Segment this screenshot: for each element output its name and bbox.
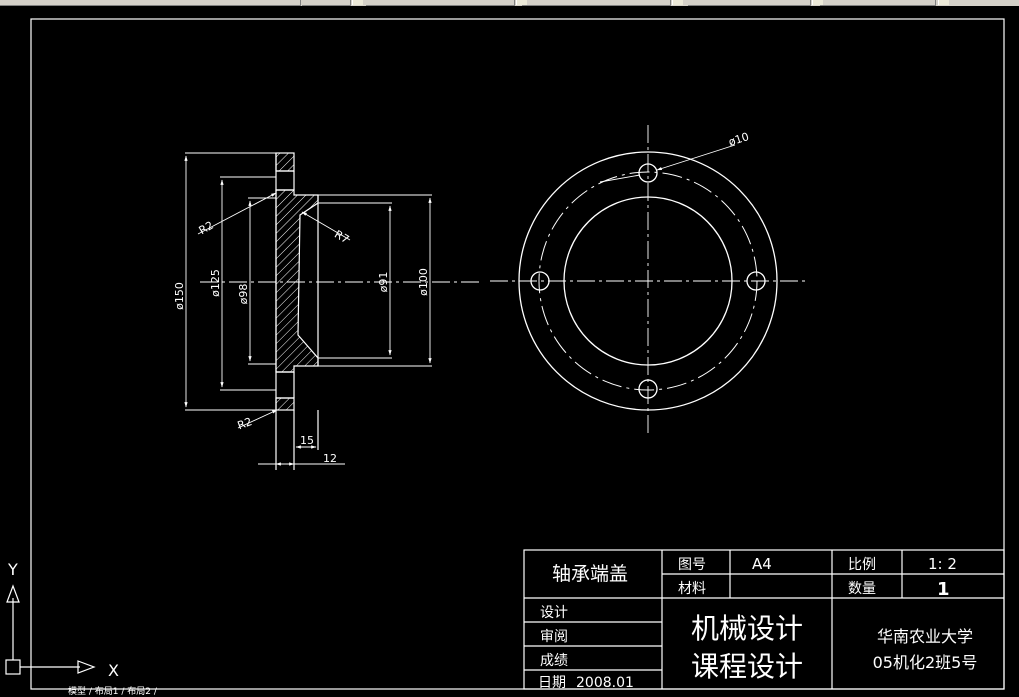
section-view bbox=[184, 152, 480, 470]
class-info: 05机化2班5号 bbox=[873, 653, 978, 672]
title-block bbox=[523, 549, 1005, 690]
front-view bbox=[490, 125, 806, 435]
dropdown-arrow-icon[interactable] bbox=[672, 0, 683, 5]
toolbar-field-4[interactable] bbox=[522, 0, 671, 6]
school-name: 华南农业大学 bbox=[877, 627, 973, 646]
dim-phi100: ø100 bbox=[417, 268, 430, 296]
drawing-border bbox=[30, 18, 1005, 690]
date-label: 日期 bbox=[538, 675, 566, 691]
design-label: 设计 bbox=[540, 605, 568, 621]
course-title-line2: 课程设计 bbox=[691, 650, 803, 683]
ucs-x-label: X bbox=[108, 661, 119, 680]
material-label: 材料 bbox=[678, 581, 706, 597]
ucs-y-label: Y bbox=[7, 560, 18, 579]
layout-tabs[interactable]: 模型 / 布局1 / 布局2 / bbox=[0, 686, 300, 697]
dim-12: 12 bbox=[323, 452, 337, 465]
dim-r2-bottom: R2 bbox=[236, 415, 254, 432]
dim-phi150: ø150 bbox=[173, 282, 186, 310]
top-toolbar-strip bbox=[0, 0, 1019, 6]
ucs-icon bbox=[5, 584, 96, 675]
drawing-no-value: A4 bbox=[752, 555, 772, 573]
drawing-no-label: 图号 bbox=[678, 557, 706, 573]
toolbar-field-5[interactable] bbox=[688, 0, 811, 6]
dim-phi125: ø125 bbox=[209, 269, 222, 297]
quantity-label: 数量 bbox=[848, 581, 876, 597]
dim-phi98: ø98 bbox=[237, 284, 250, 305]
toolbar-field-2[interactable] bbox=[302, 0, 351, 6]
layout-tab-labels[interactable]: 模型 / 布局1 / 布局2 / bbox=[68, 687, 157, 697]
date-value: 2008.01 bbox=[576, 675, 634, 691]
dropdown-arrow-icon[interactable] bbox=[812, 0, 823, 5]
course-title-line1: 机械设计 bbox=[691, 612, 803, 645]
dim-r2-top: R2 bbox=[197, 219, 216, 238]
part-name: 轴承端盖 bbox=[552, 563, 628, 585]
dropdown-arrow-icon[interactable] bbox=[352, 0, 363, 5]
quantity-value: 1 bbox=[937, 579, 950, 600]
dim-phi91: ø91 bbox=[377, 272, 390, 293]
dim-phi10: ø10 bbox=[727, 130, 751, 149]
dropdown-arrow-icon[interactable] bbox=[938, 0, 949, 5]
review-label: 审阅 bbox=[540, 629, 568, 645]
grade-label: 成绩 bbox=[540, 653, 568, 669]
toolbar-field-6[interactable] bbox=[820, 0, 936, 6]
toolbar-field-3[interactable] bbox=[366, 0, 515, 6]
scale-value: 1: 2 bbox=[928, 555, 957, 573]
scale-label: 比例 bbox=[848, 557, 876, 573]
dim-15: 15 bbox=[300, 434, 314, 447]
toolbar-field-1[interactable] bbox=[0, 0, 301, 6]
dropdown-arrow-icon[interactable] bbox=[516, 0, 527, 5]
dim-r7: R7 bbox=[332, 228, 351, 247]
